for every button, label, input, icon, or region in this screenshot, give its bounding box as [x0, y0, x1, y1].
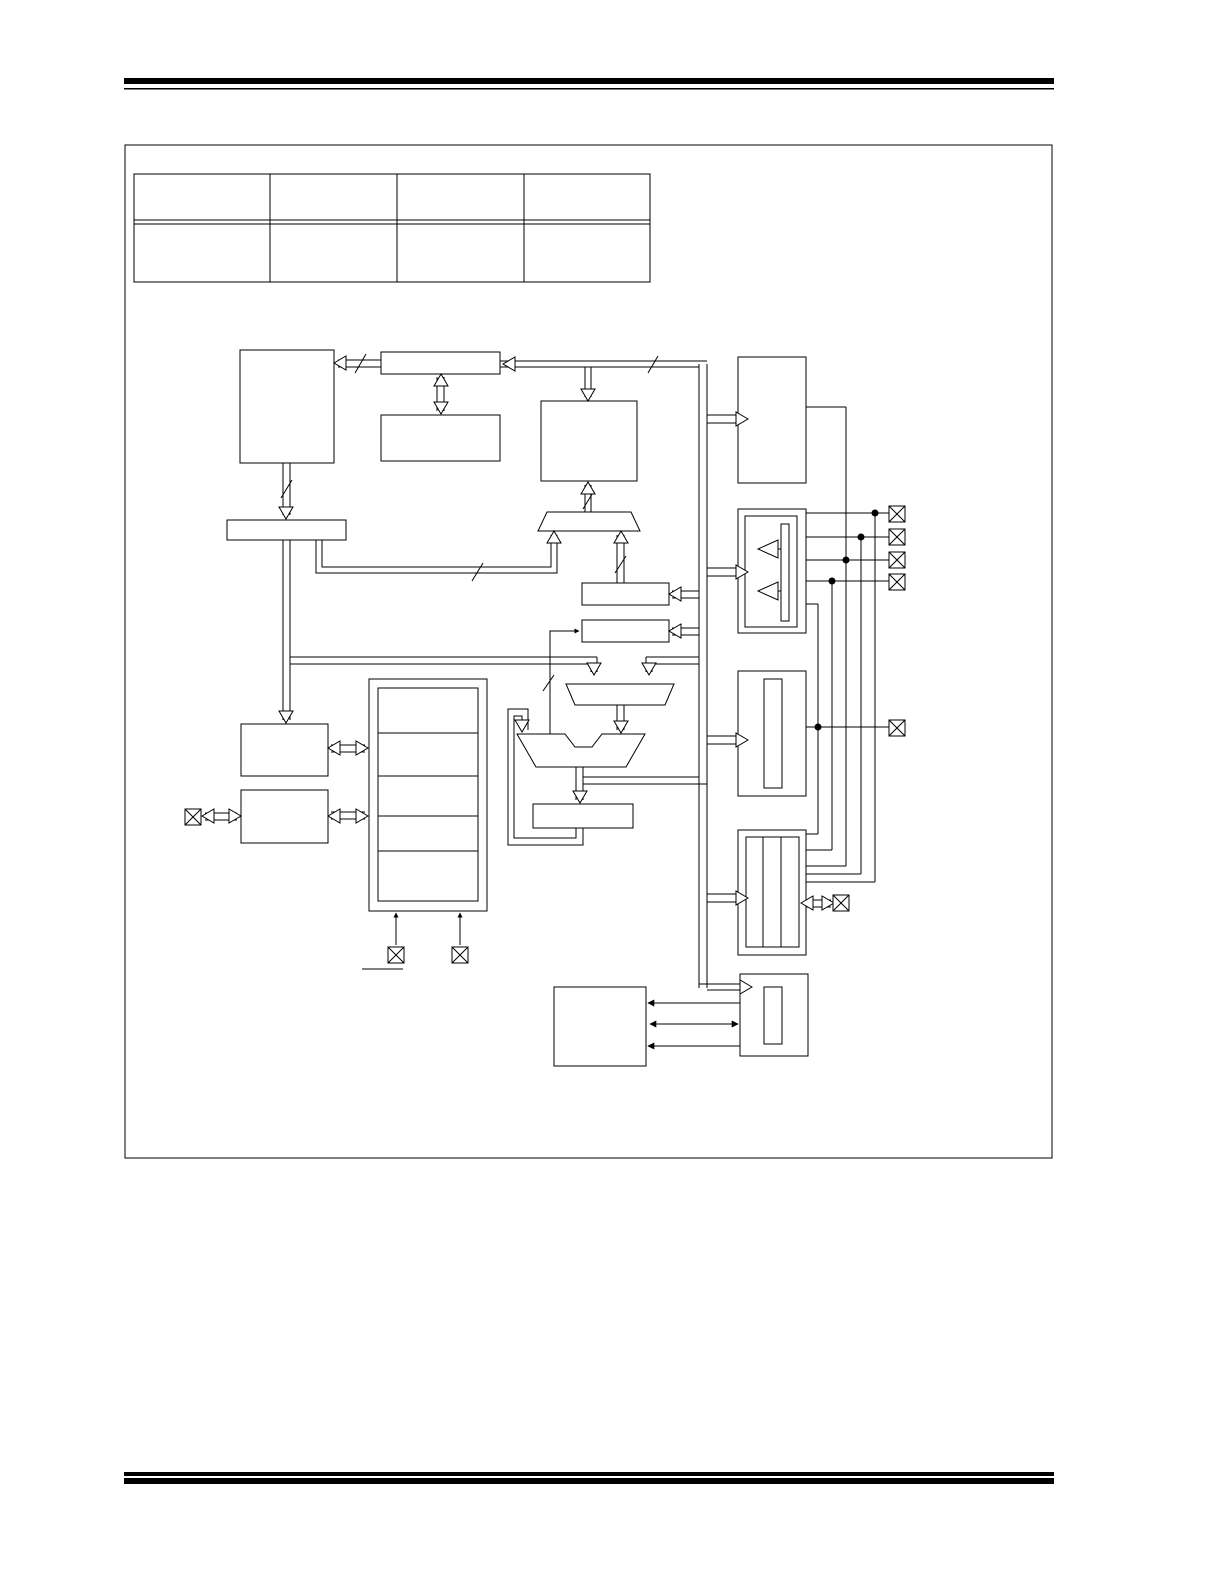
- junction-dot: [871, 509, 879, 517]
- instruction-register-block: [226, 519, 347, 541]
- alu: [516, 733, 646, 768]
- host-interface-lines: [647, 999, 740, 1050]
- data-bus: [698, 364, 708, 988]
- program-counter-block: [380, 351, 501, 375]
- ram-block: [540, 400, 638, 482]
- w-register-block: [532, 803, 634, 829]
- crossed-box-icon: [888, 528, 906, 546]
- bus-width-marks: [280, 353, 659, 692]
- junction-dot: [857, 533, 865, 541]
- status-register-block: [581, 619, 670, 643]
- footer-rule: [124, 1472, 1054, 1484]
- junction-dot: [814, 723, 822, 731]
- junction-dot: [828, 577, 836, 585]
- header-rule: [124, 78, 1054, 90]
- crossed-box-icon: [832, 894, 850, 912]
- crossed-box-icon: [888, 551, 906, 569]
- instruction-decode-block: [240, 723, 329, 777]
- io-port-block: [737, 829, 807, 956]
- operand-mux: [565, 683, 675, 706]
- fsr-register-block: [581, 582, 670, 606]
- port-register-block: [737, 670, 807, 797]
- block-diagram: [205, 349, 889, 1067]
- timer-block: [737, 356, 807, 484]
- crossed-box-icon: [184, 808, 202, 826]
- config-block: [739, 973, 809, 1057]
- clock-generation-block: [240, 789, 329, 844]
- crossed-box-icon: [888, 573, 906, 591]
- crossed-box-icon: [387, 946, 405, 964]
- pin-symbols: [184, 505, 906, 964]
- summary-table: [133, 173, 651, 283]
- crossed-box-icon: [888, 505, 906, 523]
- bus-arrowheads: [201, 355, 835, 995]
- crossed-box-icon: [451, 946, 469, 964]
- control-stack-block: [368, 678, 488, 912]
- comparator-block: [737, 508, 807, 634]
- stack-block: [380, 414, 501, 462]
- address-mux: [537, 511, 641, 532]
- program-memory-block: [239, 349, 335, 464]
- host-block: [553, 986, 647, 1067]
- figure-frame: [124, 144, 1053, 1159]
- junction-dots: [814, 509, 879, 731]
- crossed-box-icon: [888, 719, 906, 737]
- junction-dot: [842, 556, 850, 564]
